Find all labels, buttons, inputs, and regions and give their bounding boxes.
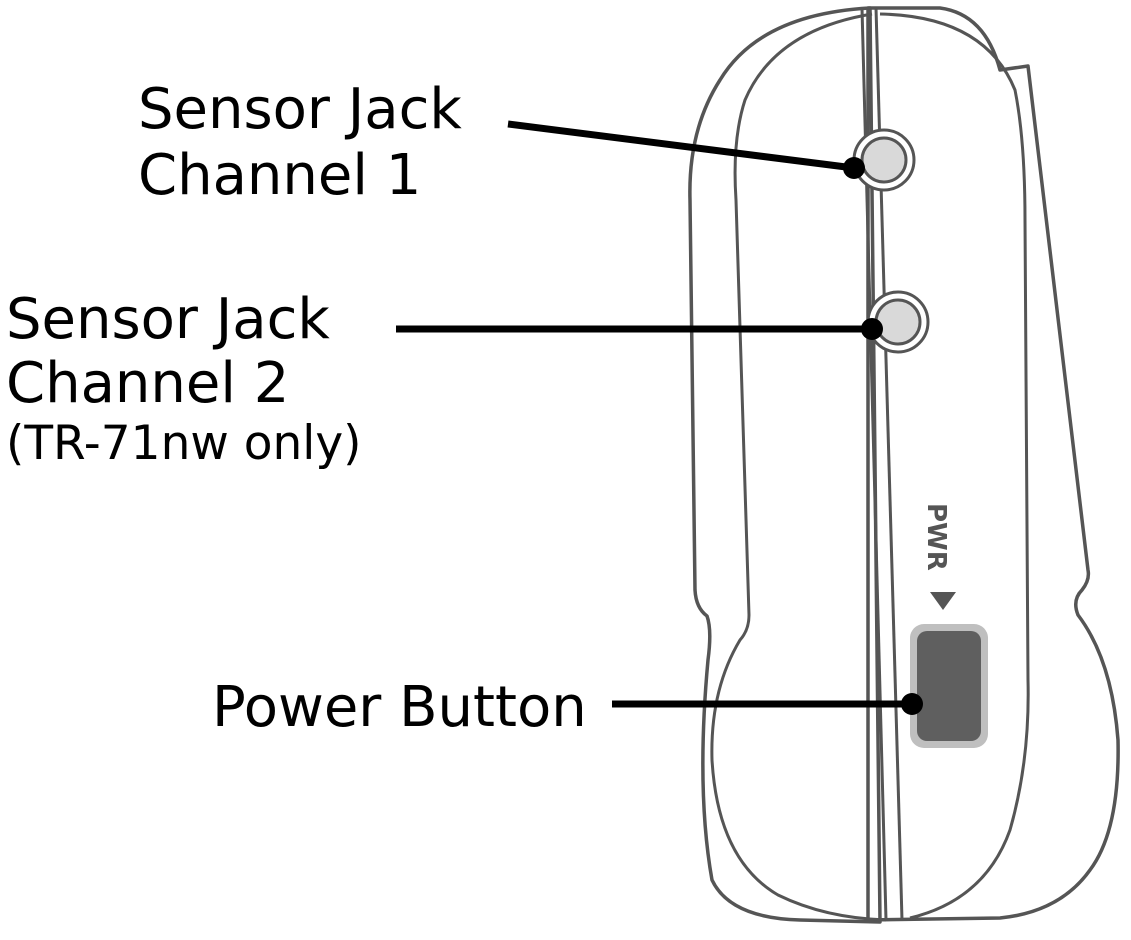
device-front-housing bbox=[688, 6, 882, 924]
pwr-marking: PWR bbox=[921, 503, 951, 571]
label-sensor-jack-channel-2: Sensor Jack Channel 2 (TR-71nw only) bbox=[6, 287, 362, 471]
callout-channel-1 bbox=[507, 120, 865, 179]
label-line: Channel 1 bbox=[138, 143, 422, 208]
callout-power-button bbox=[612, 693, 923, 715]
sensor-jack-1 bbox=[852, 128, 916, 192]
label-line: Power Button bbox=[212, 675, 587, 740]
pwr-arrow-icon bbox=[930, 592, 956, 610]
label-line: Channel 2 bbox=[6, 351, 290, 416]
label-power-button: Power Button bbox=[212, 680, 587, 736]
device-back-inner-contour bbox=[879, 12, 1030, 920]
label-line: Sensor Jack bbox=[6, 287, 330, 352]
device-front-inner-contour bbox=[710, 12, 887, 922]
callout-channel-2 bbox=[396, 318, 883, 340]
label-sensor-jack-channel-1: Sensor Jack Channel 1 bbox=[138, 82, 462, 204]
label-note: (TR-71nw only) bbox=[6, 416, 362, 471]
label-line: Sensor Jack bbox=[138, 77, 462, 142]
power-button-graphic bbox=[910, 624, 988, 748]
device-back-housing bbox=[866, 6, 1120, 922]
